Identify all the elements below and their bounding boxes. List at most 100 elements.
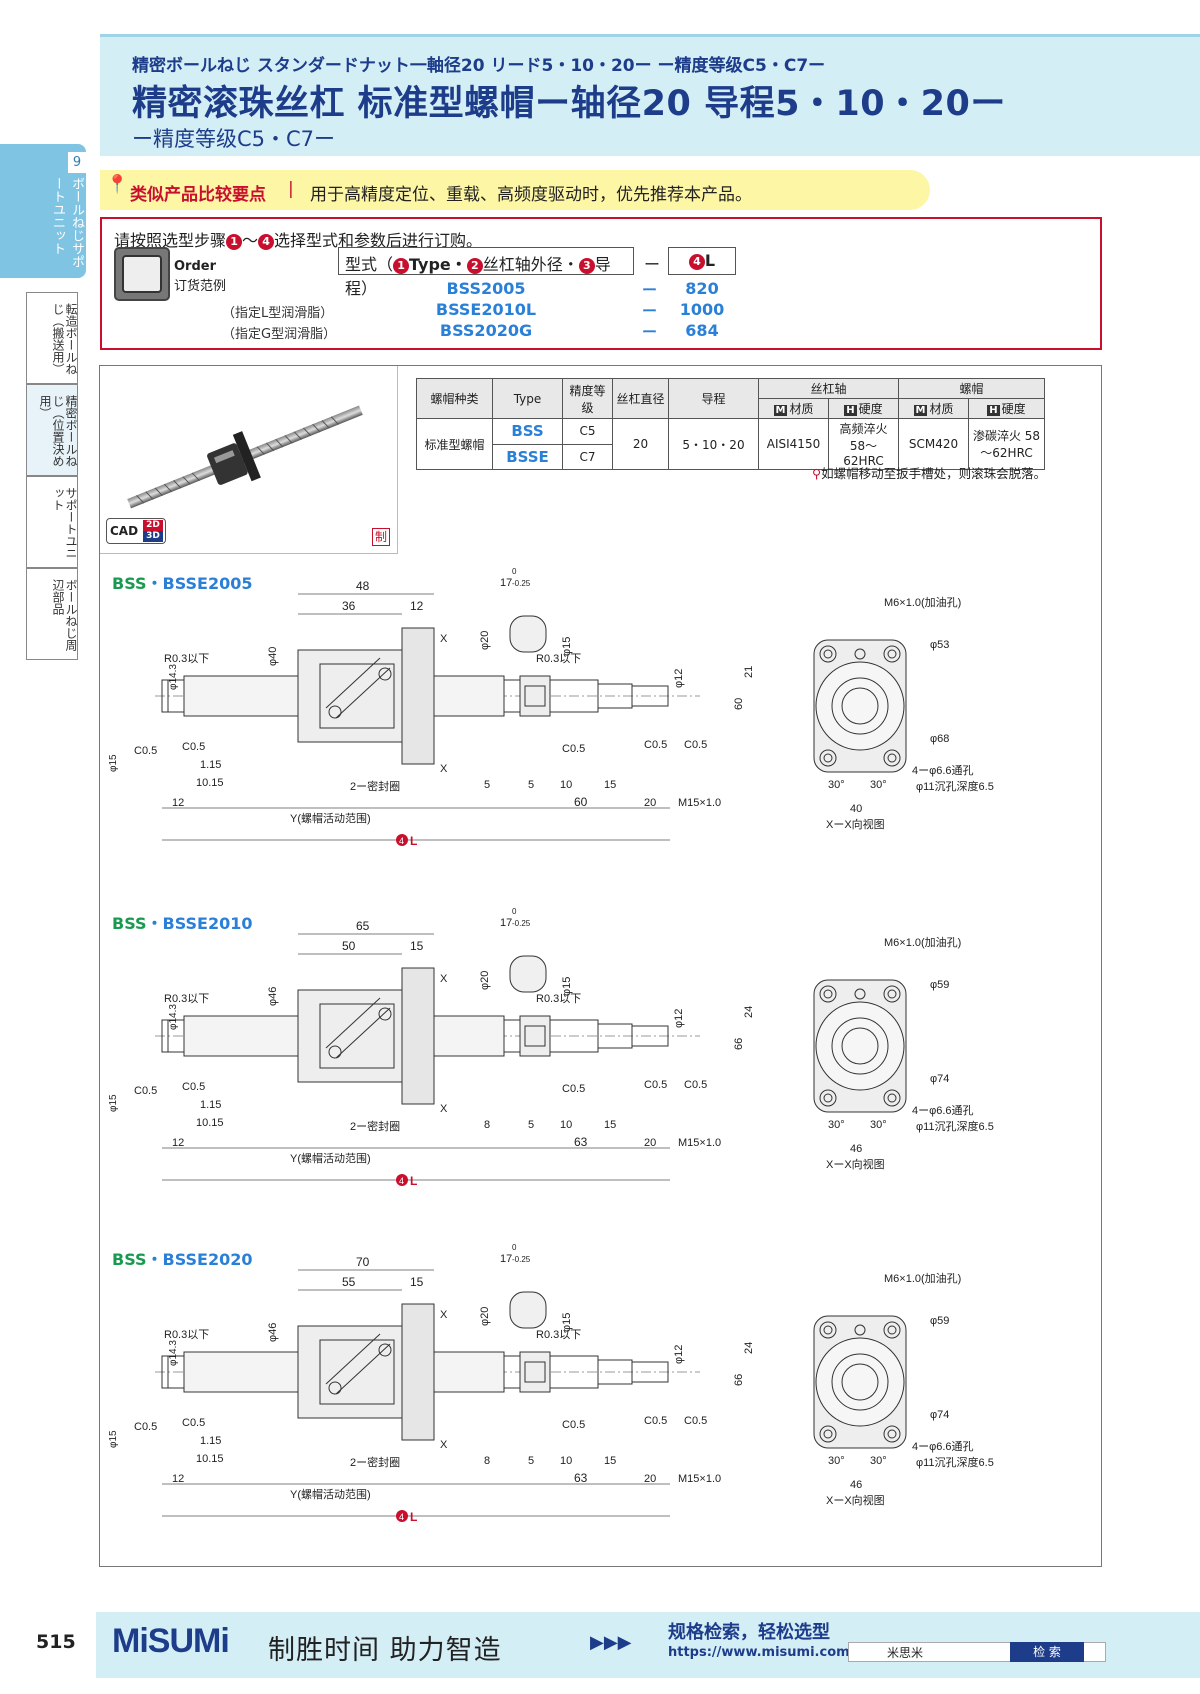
sidebar-tab-support[interactable]: サポートユニット (26, 476, 78, 568)
bolt-hole (819, 749, 837, 767)
dim-label: 63 (574, 1471, 588, 1485)
bolt-hole (883, 749, 901, 767)
dim-label: X (440, 1103, 448, 1115)
dim-label: φ12 (673, 669, 685, 688)
dim-label: φ15 (561, 977, 573, 996)
dim-label: 15 (604, 1119, 616, 1131)
nut-inner (319, 1339, 395, 1405)
dim-label: 4 (399, 1512, 404, 1522)
dim-label: 12 (172, 1473, 184, 1485)
dim-label: 5 (484, 779, 490, 791)
dim-label: -0.25 (512, 579, 531, 588)
order-head-L-text: L (704, 251, 716, 270)
shaft-thread-end (631, 1025, 669, 1047)
dim-label: 46 (850, 1479, 862, 1491)
dim-label: XーX向视图 (826, 1157, 885, 1171)
th-label: 硬度 (858, 402, 883, 416)
dim-label: φ59 (930, 1315, 949, 1327)
nut-body (297, 989, 403, 1083)
nut-bore (831, 1017, 889, 1075)
search-url[interactable]: https://www.misumi.com.cn (668, 1645, 872, 1660)
dim-label: X (440, 1439, 448, 1451)
made-badge: 制 (372, 528, 390, 546)
th-label: 材质 (789, 402, 814, 416)
dim-label: 20 (644, 1473, 656, 1485)
order-phone-icon (114, 247, 170, 301)
dim-label: C0.5 (134, 1085, 157, 1097)
sidebar-tab-rolled[interactable]: 転造ボールねじ（搬送用） (26, 292, 78, 384)
dim-label: 63 (574, 1135, 588, 1149)
dim-label: φ15 (108, 1430, 119, 1448)
dim-label: φ53 (930, 639, 949, 651)
search-button[interactable]: 检 索 (1010, 1642, 1084, 1662)
bolt-hole (819, 645, 837, 663)
dim-label: 20 (644, 1137, 656, 1149)
cad-2d[interactable]: 2D (143, 520, 163, 531)
return-tube (335, 667, 391, 719)
shaft-bore (841, 1027, 879, 1065)
dim-label: 2ー密封圈 (350, 1119, 400, 1133)
dim-label: M6×1.0(加油孔) (884, 935, 961, 949)
screw-icon (378, 1007, 392, 1021)
screw-icon (328, 705, 342, 719)
dim-label: M6×1.0(加油孔) (884, 595, 961, 609)
th-dia: 丝杠直径 (612, 378, 669, 419)
misumi-logo: MiSUMi (112, 1622, 230, 1660)
order-example-L: 820 (685, 279, 719, 298)
bolt-hole (887, 1093, 897, 1103)
dim-label: 30° (828, 779, 845, 791)
dim-label: 10.15 (196, 1117, 224, 1129)
page-title: 精密滚珠丝杠 标准型螺帽ー轴径20 导程5・10・20ー (132, 84, 1006, 124)
dim-label: φ14.3 (168, 1340, 179, 1366)
cad-badge[interactable]: CAD 2D 3D (106, 518, 166, 544)
dim-label: 65 (356, 919, 370, 933)
sidebar-tab-peripheral[interactable]: ボールねじ周辺部品 (26, 568, 78, 660)
h-icon: H (987, 405, 1000, 416)
dim-label: 60 (574, 795, 588, 809)
dim-label: M15×1.0 (678, 1473, 721, 1485)
title-jp: 精密ボールねじ スタンダードナット一軸径20 リード5・10・20ー ー精度等级… (132, 56, 826, 76)
sidebar-tab-active[interactable]: 9 ボールねじサポートユニット (0, 144, 86, 278)
compare-text: 用于高精度定位、重载、高频度驱动时，优先推荐本产品。 (310, 185, 752, 205)
oil-hole (854, 648, 866, 660)
td-nut-mat: SCM420 (898, 418, 969, 470)
tilde: ～ (242, 231, 259, 250)
step-badge (396, 1510, 408, 1522)
order-head-dia: 丝杠轴外径・ (482, 255, 579, 274)
bolt-hole (887, 1429, 897, 1439)
dim-label: 4 (399, 836, 404, 846)
bolt-hole (887, 989, 897, 999)
dim-label: C0.5 (182, 741, 205, 753)
dim-label: 2ー密封圈 (350, 1455, 400, 1469)
product-photo: CAD 2D 3D 制 (100, 366, 398, 554)
dim-label: 4ーφ6.6通孔 (912, 1440, 974, 1453)
return-tube (335, 1343, 391, 1395)
screw-icon (328, 1045, 342, 1059)
compare-label: 类似产品比较要点 (130, 185, 266, 205)
dim-label: C0.5 (644, 1079, 667, 1091)
bolt-hole (887, 649, 897, 659)
dim-label: φ11沉孔深度6.5 (916, 1119, 994, 1133)
order-example-dash: ー (642, 302, 658, 320)
dim-label: 10 (560, 1119, 572, 1131)
wrench-flat-mark (524, 1025, 546, 1047)
order-example-dash: ー (642, 323, 658, 341)
page-number: 515 (36, 1631, 76, 1653)
dim-label: 66 (733, 1038, 745, 1050)
dim-label: 4 (399, 1176, 404, 1186)
nut-flange (401, 967, 435, 1105)
dim-label: 30° (870, 779, 887, 791)
dim-label: 66 (733, 1374, 745, 1386)
sidebar-tab-precision[interactable]: 精密ボールねじ（位置決め用） (26, 384, 78, 476)
dim-label: X (440, 1309, 448, 1321)
dim-label: φ46 (267, 987, 279, 1006)
dim-label: C0.5 (684, 1079, 707, 1091)
dim-label: 0 (512, 567, 517, 576)
dim-label: C0.5 (134, 1421, 157, 1433)
cad-3d[interactable]: 3D (143, 531, 163, 542)
order-example-note: （指定G型润滑脂） (222, 327, 337, 342)
dim-label: φ15 (108, 754, 119, 772)
bolt-hole (819, 985, 837, 1003)
